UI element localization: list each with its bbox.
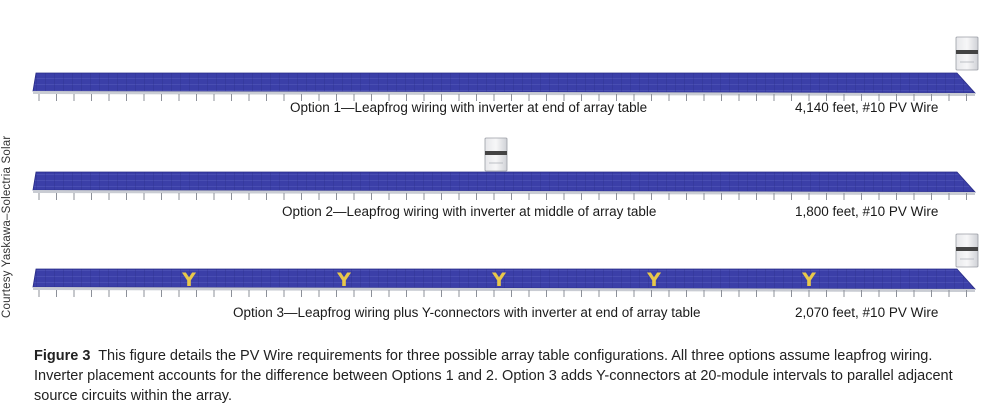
inverter-option-3 [955, 233, 979, 268]
array-table-option-2 [32, 171, 976, 200]
array-table-diagram: Y Y Y Y Y [32, 36, 979, 297]
array-table-option-3 [32, 268, 976, 297]
racking-legs [38, 94, 967, 101]
array-table-option-1 [32, 72, 976, 101]
y-connectors: Y Y Y Y Y [181, 269, 816, 291]
racking-legs [38, 290, 967, 297]
y-connector-icon: Y [336, 269, 351, 291]
option-1-wire-length: 4,140 feet, #10 PV Wire [795, 100, 939, 115]
solar-panel-row [32, 171, 976, 193]
figure-label: Figure 3 [34, 348, 91, 364]
option-1-label: Option 1—Leapfrog wiring with inverter a… [290, 100, 648, 115]
figure-caption: Figure 3 This figure details the PV Wire… [34, 346, 979, 406]
option-3-wire-length: 2,070 feet, #10 PV Wire [795, 305, 939, 320]
solar-panel-row [32, 72, 976, 94]
option-2-label: Option 2—Leapfrog wiring with inverter a… [282, 204, 657, 219]
inverter-option-2 [484, 137, 508, 172]
option-3-label: Option 3—Leapfrog wiring plus Y-connecto… [233, 305, 701, 320]
figure-caption-text: This figure details the PV Wire requirem… [34, 348, 953, 404]
inverter-option-1 [955, 36, 979, 71]
y-connector-icon: Y [491, 269, 506, 291]
y-connector-icon: Y [181, 269, 196, 291]
y-connector-icon: Y [646, 269, 661, 291]
y-connector-icon: Y [801, 269, 816, 291]
option-2-wire-length: 1,800 feet, #10 PV Wire [795, 204, 939, 219]
racking-legs [38, 193, 967, 200]
